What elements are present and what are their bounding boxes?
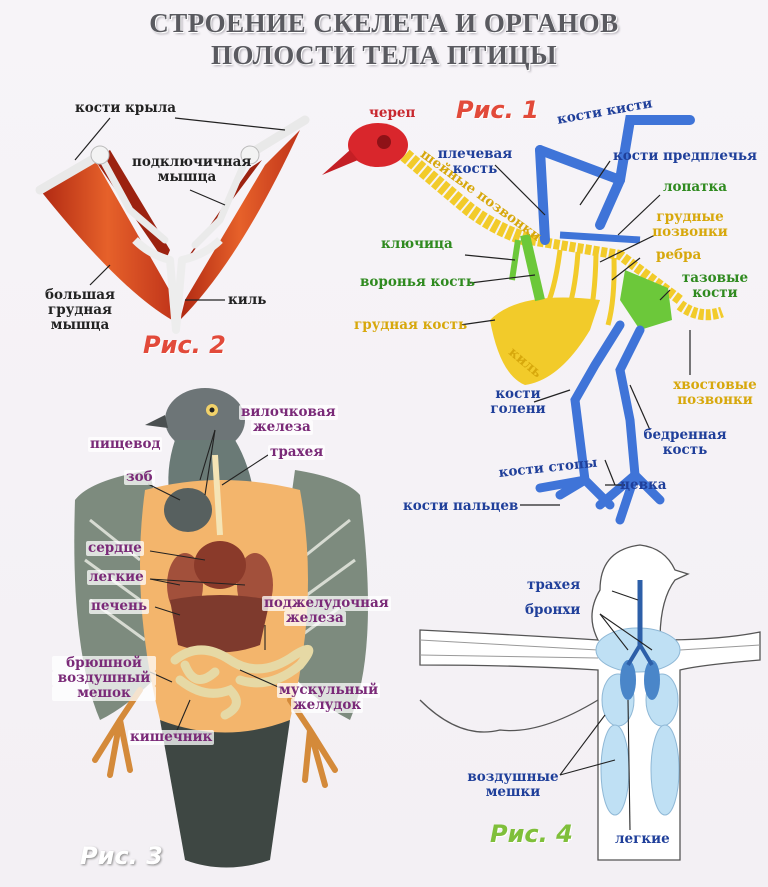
- fig3-lungs-label: легкие: [87, 569, 146, 585]
- fig4-lungs-label: легкие: [615, 831, 670, 847]
- right-coracoid-bone: [191, 151, 252, 249]
- fig2-muscles-illustration: [35, 115, 310, 334]
- fig2-wing-bones-label: кости крыла: [75, 100, 177, 116]
- fig1-scapula-label: лопатка: [663, 179, 728, 195]
- intestine-shape: [170, 644, 314, 720]
- fig3-esophagus-label: пищевод: [88, 436, 163, 452]
- crop-shape: [164, 488, 212, 532]
- right-wing-bone: [243, 115, 310, 160]
- fig1-sternum-label: грудная кость: [354, 317, 468, 333]
- fig1-tarsus-label: цевка: [620, 477, 667, 493]
- fig3-caption: Рис. 3: [80, 842, 163, 870]
- fig1-pelvic-label-1: тазовые: [681, 270, 749, 286]
- fig1-tail-label-1: хвостовые: [673, 377, 757, 393]
- fig1-skeleton-illustration: [322, 115, 724, 525]
- fig4-air-sacs-label-2: мешки: [485, 784, 541, 800]
- fig4-caption: Рис. 4: [490, 820, 573, 848]
- fig1-forearm-bones-label: кости предплечья: [613, 148, 757, 164]
- heart-shape: [194, 541, 246, 589]
- lungs-shape: [620, 660, 660, 700]
- fig1-clavicle-label: ключица: [381, 236, 453, 252]
- fig1-femur-label-2: кость: [662, 442, 708, 458]
- fig2-pectoral-label-3: мышца: [50, 317, 110, 333]
- keel-bone: [132, 237, 223, 334]
- air-sacs-shape: [595, 627, 681, 816]
- left-pectoral-muscle: [40, 160, 175, 320]
- leg-bones-shape: [535, 320, 665, 525]
- fig1-thoracic-label-2: позвонки: [652, 224, 728, 240]
- left-wing-bone: [35, 150, 105, 195]
- fig3-liver-label: печень: [89, 598, 149, 614]
- wing-bones-shape: [535, 115, 695, 245]
- fig3-thymus-label-2: железа: [251, 419, 313, 435]
- fig1-toe-bones-label: кости пальцев: [403, 498, 519, 514]
- head-shape: [165, 388, 245, 452]
- fig1-femur-label-1: бедренная: [643, 427, 727, 443]
- fig3-trachea-label: трахея: [268, 444, 326, 460]
- fig3-gizzard-label-1: мускульный: [277, 682, 381, 698]
- fig3-thymus-label-1: вилочковая: [239, 404, 338, 420]
- fig1-caption: Рис. 1: [456, 96, 539, 124]
- fig3-heart-label: сердце: [86, 540, 144, 556]
- fig2-pectoral-label-1: большая: [45, 287, 115, 303]
- fig3-abd-sac-label-1: брюшной: [52, 656, 156, 671]
- fig3-abd-sac-label-2: воздушный: [52, 671, 156, 686]
- tail-vertebrae-shape: [676, 300, 724, 321]
- fig3-abd-sac-label-3: мешок: [52, 686, 156, 701]
- fig4-air-sacs-label-1: воздушные: [467, 769, 559, 785]
- bronchi-shape: [626, 643, 654, 667]
- fig1-coracoid-label: воронья кость: [360, 274, 476, 290]
- scapula-shape: [559, 231, 641, 244]
- fig3-pancreas-label-2: железа: [284, 610, 346, 626]
- page-title-line-2: ПОЛОСТИ ТЕЛА ПТИЦЫ: [211, 40, 557, 70]
- pelvis-shape: [620, 270, 672, 330]
- sternum-shape: [490, 297, 600, 385]
- liver-shape: [170, 595, 270, 653]
- fig1-shin-label-2: голени: [490, 401, 546, 417]
- fig1-tail-label-2: позвонки: [677, 392, 753, 408]
- fig2-keel-label: киль: [228, 292, 267, 308]
- fig3-pancreas-label-1: поджелудочная: [262, 595, 391, 611]
- page-title-line-1: СТРОЕНИЕ СКЕЛЕТА И ОРГАНОВ: [149, 8, 619, 38]
- fig1-skull-label: череп: [369, 105, 416, 121]
- left-coracoid-bone: [96, 151, 169, 244]
- fig3-intestine-label: кишечник: [128, 729, 215, 745]
- fig2-subclavian-label-1: подключичная: [132, 154, 252, 170]
- bird-outline-shape: [419, 544, 761, 861]
- fig2-subclavian-label-2: мышца: [157, 169, 217, 185]
- fig2-pectoral-label-2: грудная: [48, 302, 112, 318]
- fig1-humerus-label-1: плечевая: [437, 146, 513, 162]
- neck-vertebrae-shape: [400, 149, 532, 247]
- fig1-ribs-label: ребра: [656, 247, 702, 263]
- fig2-caption: Рис. 2: [143, 331, 226, 359]
- trachea-shape: [212, 454, 223, 536]
- fig4-bronchi-label: бронхи: [525, 602, 581, 618]
- right-pectoral-muscle: [180, 130, 300, 320]
- fig3-crop-label: зоб: [124, 469, 155, 485]
- fig1-pelvic-label-2: кости: [692, 285, 738, 301]
- skull-shape: [322, 123, 408, 175]
- fig1-humerus-label-2: кость: [452, 161, 498, 177]
- tail-shape: [160, 720, 290, 868]
- fig1-thoracic-label-1: грудные: [656, 209, 724, 225]
- fig3-gizzard-label-2: желудок: [291, 697, 364, 713]
- coracoid-shape: [520, 233, 545, 302]
- fig1-shin-label-1: кости: [495, 386, 541, 402]
- fig4-trachea-label: трахея: [527, 577, 581, 593]
